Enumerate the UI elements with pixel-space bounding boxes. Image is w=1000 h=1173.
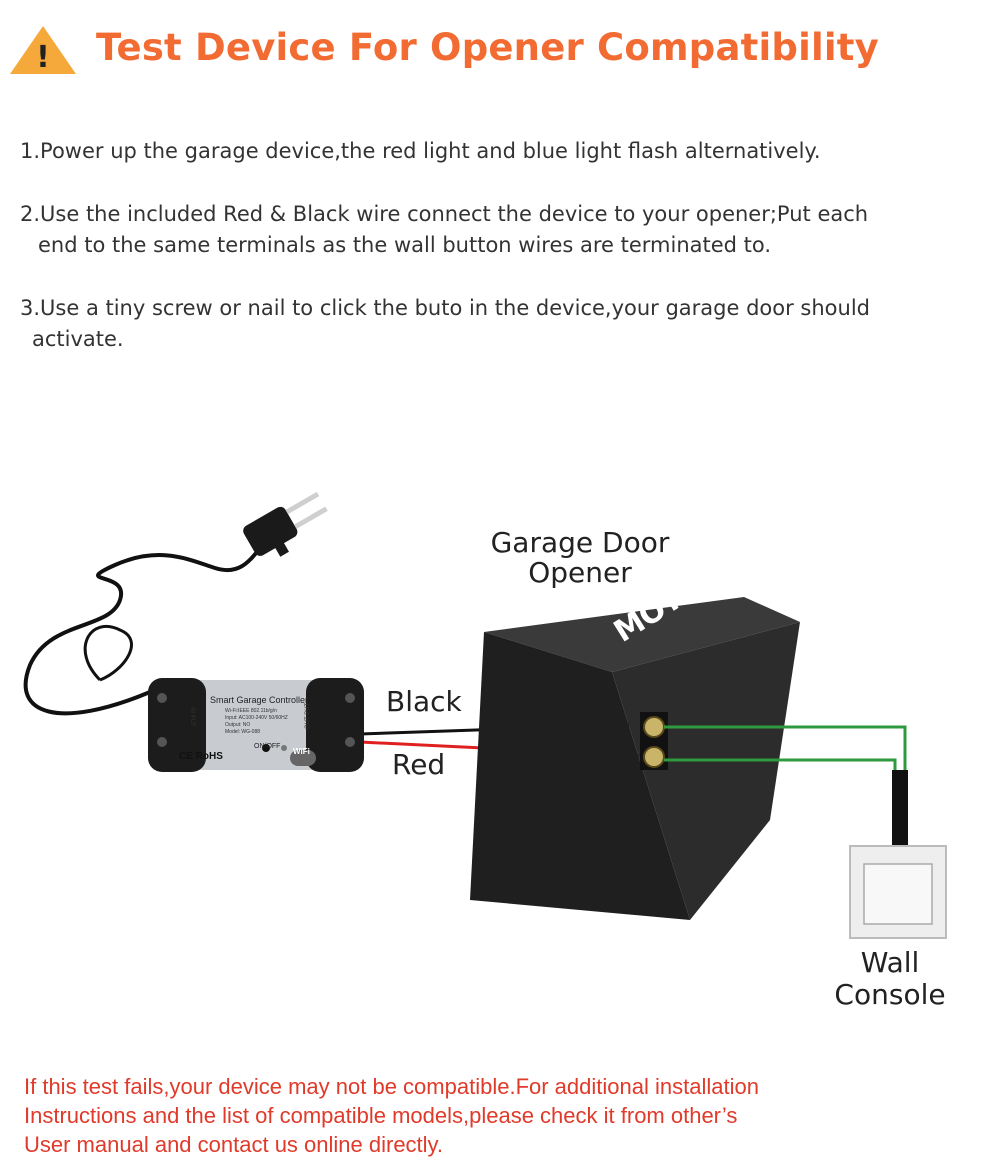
power-plug-icon (243, 491, 328, 557)
device-switch-label: ON/OFF (254, 743, 281, 750)
console-cable (892, 770, 908, 850)
step-2: 2.Use the included Red & Black wire conn… (20, 199, 960, 261)
step-3-line-2: activate. (32, 327, 124, 351)
opener-label: Garage Door Opener (470, 528, 690, 588)
device-input-label: IN PUT (189, 707, 195, 727)
header: ! Test Device For Opener Compatibility (8, 22, 988, 82)
device-label-plate: Smart Garage Controller Wi-Fi:IEEE 802.1… (147, 677, 367, 770)
footer-line-3: User manual and contact us online direct… (24, 1132, 444, 1157)
device-spec-4: Model: WG-088 (225, 729, 261, 735)
wall-label-line-2: Console (834, 978, 946, 1011)
smart-controller-device (148, 678, 364, 772)
device-output-label: OUT PUT (305, 702, 311, 729)
step-2-line-2: end to the same terminals as the wall bu… (38, 233, 772, 257)
wiring-diagram: Garage Door Opener MOTOR Black Red Wall … (0, 480, 1000, 1040)
step-3-line-1: 3.Use a tiny screw or nail to click the … (20, 296, 871, 320)
warning-triangle-icon: ! (10, 26, 76, 75)
green-wire-bottom (664, 758, 897, 770)
device-spec-2: Input: AC100-240V 50/60HZ (225, 715, 288, 721)
footer-note: If this test fails,your device may not b… (24, 1072, 984, 1159)
terminal-screw-bottom (643, 746, 665, 768)
footer-line-2: Instructions and the list of compatible … (24, 1103, 738, 1128)
page-title: Test Device For Opener Compatibility (96, 26, 879, 69)
step-3: 3.Use a tiny screw or nail to click the … (20, 293, 960, 355)
opener-label-line-1: Garage Door (490, 526, 670, 559)
terminal-screw-top (643, 716, 665, 738)
wall-console-icon (849, 845, 947, 939)
device-wifi-label: WiFi (293, 747, 310, 756)
footer-line-1: If this test fails,your device may not b… (24, 1074, 759, 1099)
black-wire-label: Black (386, 685, 462, 718)
instruction-steps: 1.Power up the garage device,the red lig… (20, 136, 960, 387)
wiring-illustration (23, 491, 947, 939)
power-cord (23, 544, 264, 716)
device-title: Smart Garage Controller (210, 695, 309, 705)
wall-console-label: Wall Console (830, 947, 950, 1011)
motor-box-top (484, 597, 800, 672)
wall-label-line-1: Wall (860, 946, 920, 979)
device-cert-label: CE RoHS (179, 751, 223, 762)
svg-text:!: ! (36, 40, 50, 75)
step-1-text: 1.Power up the garage device,the red lig… (20, 139, 821, 163)
motor-box-front (470, 632, 690, 920)
device-spec-3: Output: NO (225, 722, 251, 728)
power-cord-loop (83, 624, 133, 682)
green-wire-top (664, 725, 907, 770)
red-wire-label: Red (392, 748, 446, 781)
step-1: 1.Power up the garage device,the red lig… (20, 136, 960, 167)
motor-box-side (612, 622, 800, 920)
device-spec-1: Wi-Fi:IEEE 802.11b/g/n (225, 708, 277, 714)
opener-label-line-2: Opener (528, 556, 632, 589)
step-2-line-1: 2.Use the included Red & Black wire conn… (20, 202, 869, 226)
